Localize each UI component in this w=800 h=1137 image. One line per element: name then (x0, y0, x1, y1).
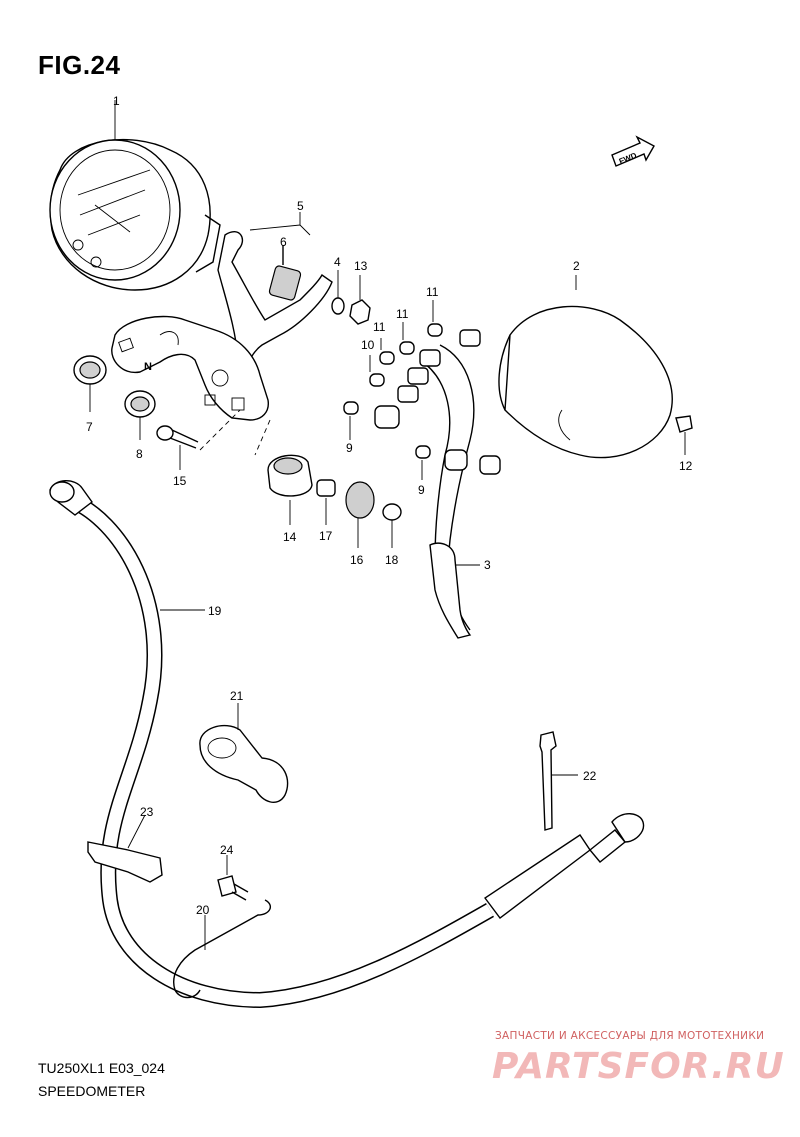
band-22 (539, 731, 578, 831)
callout-22: 22 (583, 769, 597, 783)
collar-17 (316, 479, 336, 525)
callout-8: 8 (136, 447, 143, 461)
callout-24: 24 (220, 843, 234, 857)
callout-11b: 11 (373, 320, 386, 334)
meter-case (498, 275, 673, 459)
callout-3: 3 (484, 558, 491, 572)
nut-18 (382, 503, 402, 548)
callout-12: 12 (679, 459, 693, 473)
cushion-14 (254, 419, 313, 525)
callout-11a: 11 (426, 285, 439, 299)
callout-1: 1 (113, 94, 120, 108)
speedometer-gauge (49, 100, 221, 291)
nut-13 (349, 275, 371, 325)
callout-23: 23 (140, 805, 154, 819)
grommet-8 (124, 390, 156, 440)
callout-7: 7 (86, 420, 93, 434)
wiring-harness (374, 329, 501, 639)
bulbs (343, 300, 443, 480)
callout-10: 10 (361, 338, 375, 352)
watermark-tagline: ЗАПЧАСТИ И АКСЕССУАРЫ ДЛЯ МОТОТЕХНИКИ (495, 1030, 765, 1042)
callout-9b: 9 (418, 483, 425, 497)
bracket-n-marking: N (144, 361, 152, 373)
callout-19: 19 (208, 604, 222, 618)
callout-13: 13 (354, 259, 368, 273)
cable-clamp (87, 814, 163, 883)
callout-21: 21 (230, 689, 244, 703)
washer-16 (345, 481, 375, 548)
callout-5: 5 (297, 199, 304, 213)
callout-4: 4 (334, 255, 341, 269)
grommet-7 (73, 355, 107, 412)
callout-14: 14 (283, 530, 297, 544)
callout-2: 2 (573, 259, 580, 273)
bolt-24 (217, 855, 249, 901)
callout-9a: 9 (346, 441, 353, 455)
cable-tie-20 (173, 899, 272, 999)
callout-11c: 11 (396, 307, 409, 321)
callout-20: 20 (196, 903, 210, 917)
figure-title: FIG.24 (38, 50, 121, 80)
forward-arrow-icon: FWD (611, 135, 655, 167)
model-code: TU250XL1 E03_024 (38, 1060, 165, 1076)
callout-15: 15 (173, 474, 187, 488)
watermark-logo: PARTSFOR.RU (492, 1046, 785, 1087)
lower-bracket-plate (111, 315, 269, 421)
section-name: SPEEDOMETER (38, 1083, 146, 1099)
screw-15 (156, 409, 241, 470)
callout-labels: 1 2 3 4 5 6 7 8 9 9 10 11 11 11 12 13 14… (86, 94, 693, 917)
screw-12 (675, 415, 693, 455)
speedometer-cable (49, 480, 645, 1009)
washer-4 (331, 270, 345, 315)
callout-17: 17 (319, 529, 333, 543)
callout-18: 18 (385, 553, 399, 567)
callout-16: 16 (350, 553, 364, 567)
callout-6: 6 (280, 235, 287, 249)
holder-21 (199, 703, 289, 803)
